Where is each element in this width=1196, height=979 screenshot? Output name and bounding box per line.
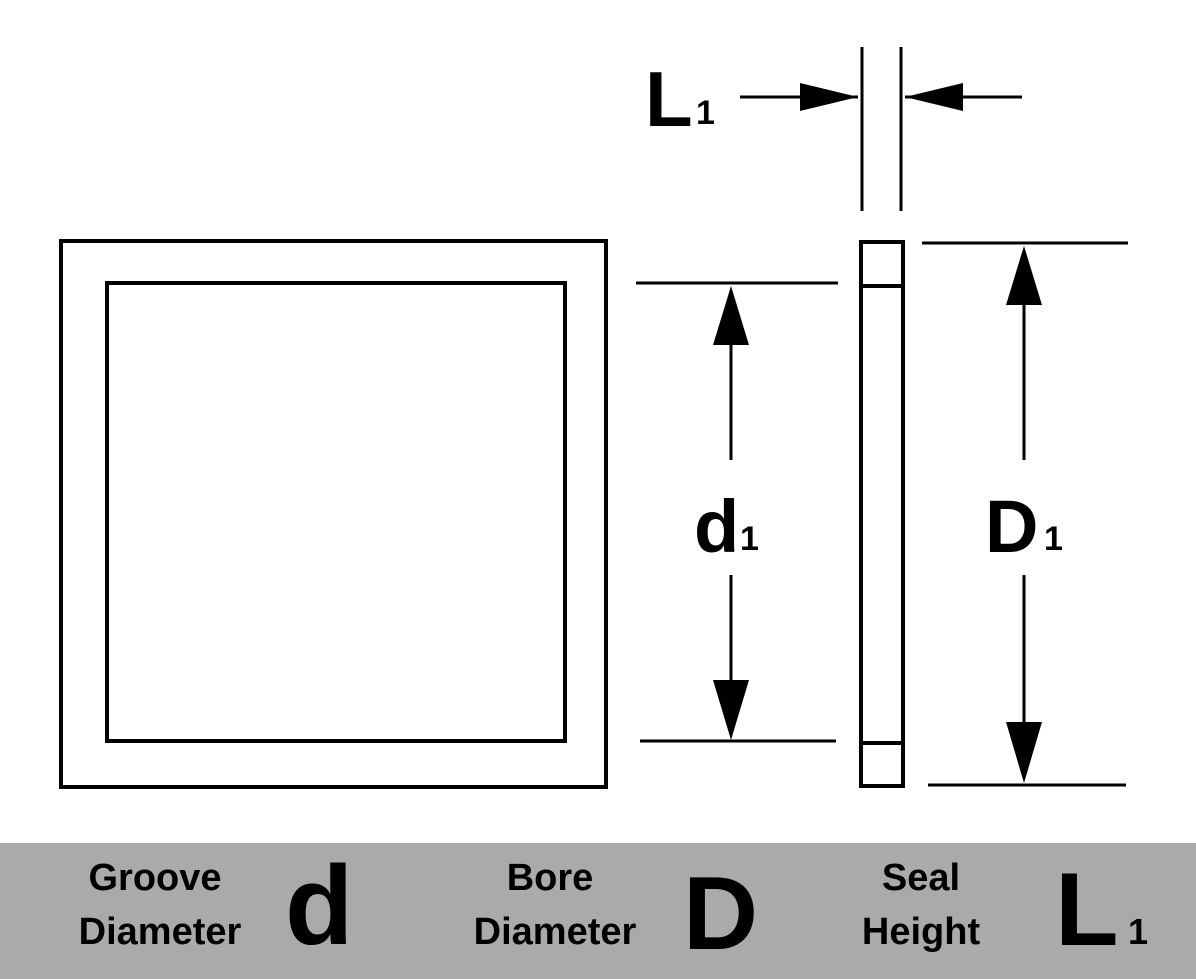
seal-side-view: [859, 240, 905, 788]
legend-line1: Groove: [88, 857, 221, 899]
groove-diameter-dimension: d 1: [636, 281, 838, 743]
bore-diameter-dimension: D 1: [922, 241, 1128, 787]
bore-diameter-label: D: [985, 485, 1038, 568]
legend-subscript: 1: [1128, 911, 1148, 952]
seal-height-dimension: L 1: [645, 47, 1022, 211]
legend-symbol: D: [683, 856, 758, 972]
legend-symbol: d: [285, 843, 353, 968]
legend-symbol: L: [1055, 852, 1119, 968]
legend-bar: Groove Diameter d Bore Diameter D Seal H…: [0, 843, 1196, 979]
seal-front-view: [59, 239, 608, 789]
legend-item-bore-diameter: Bore Diameter D: [474, 856, 758, 972]
legend-line1: Bore: [507, 857, 594, 899]
legend-line2: Diameter: [79, 911, 242, 953]
outer-square: [59, 239, 608, 789]
groove-diameter-subscript: 1: [740, 520, 759, 558]
groove-diameter-label: d: [694, 485, 739, 568]
inner-square: [105, 281, 567, 743]
legend-line1: Seal: [882, 857, 960, 899]
bore-diameter-subscript: 1: [1044, 520, 1063, 558]
legend-item-groove-diameter: Groove Diameter d: [79, 843, 354, 968]
legend-line2: Diameter: [474, 911, 637, 953]
legend-line2: Height: [862, 911, 981, 953]
seal-height-label: L: [645, 55, 693, 143]
legend-item-seal-height: Seal Height L 1: [862, 852, 1148, 968]
seal-height-subscript: 1: [696, 94, 715, 132]
